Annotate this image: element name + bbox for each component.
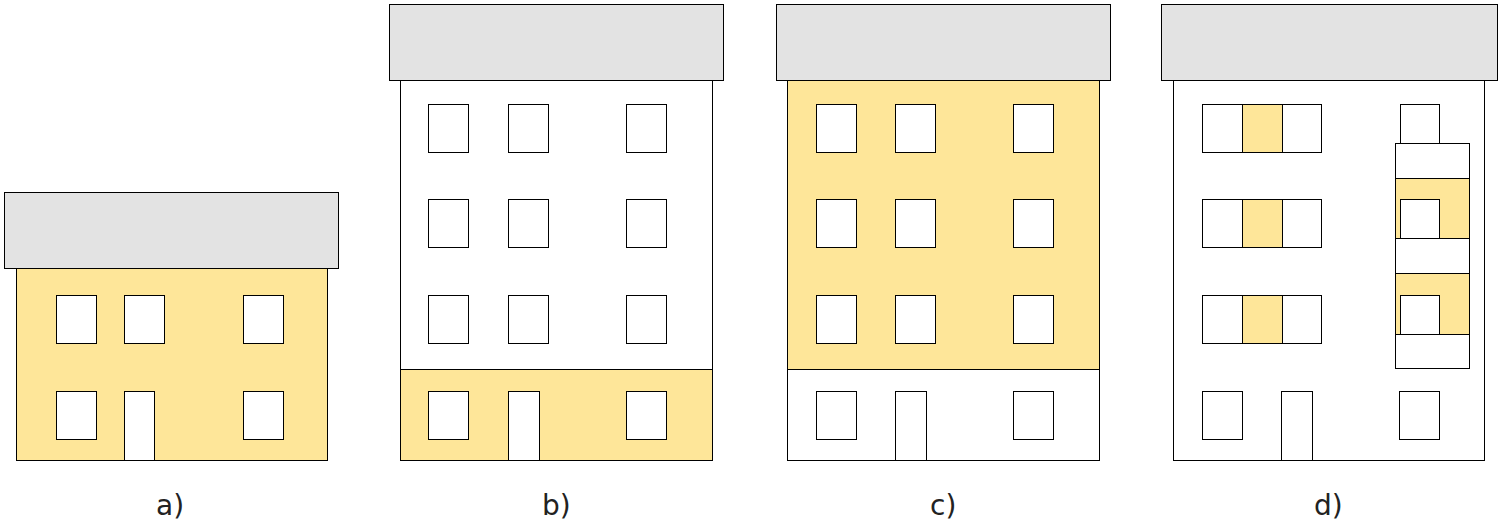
building-b <box>390 5 724 461</box>
figure-label: d) <box>1314 492 1343 520</box>
figure-label: b) <box>542 492 571 520</box>
building-c <box>777 5 1111 461</box>
figure-label: a) <box>156 492 184 520</box>
building-a <box>5 193 339 461</box>
building-d <box>1162 5 1498 461</box>
figure-label: c) <box>930 492 956 520</box>
